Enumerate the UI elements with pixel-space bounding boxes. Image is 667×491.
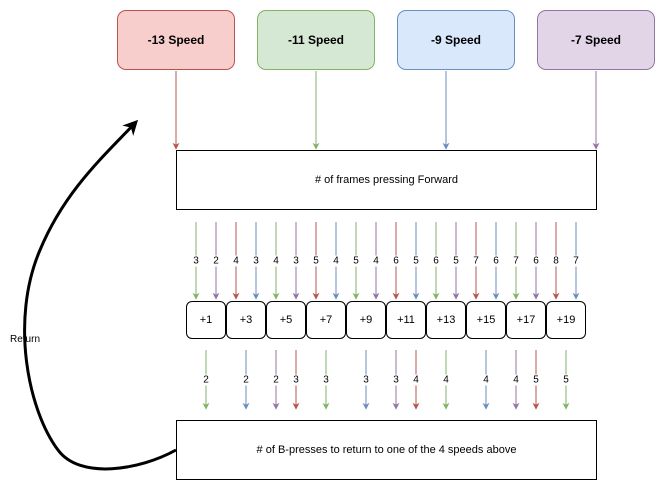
value-box: +1: [186, 301, 226, 339]
value-label: +3: [239, 314, 253, 326]
speed-label: -7 Speed: [570, 33, 621, 47]
value-label: +13: [436, 314, 456, 326]
frame-count-label: 5: [312, 255, 320, 267]
value-box: +17: [506, 301, 546, 339]
speed-box-4: -7 Speed: [537, 10, 655, 70]
value-label: +5: [279, 314, 293, 326]
frame-count-label: 5: [352, 255, 360, 267]
speed-label: -11 Speed: [287, 33, 345, 47]
value-box: +13: [426, 301, 466, 339]
b-presses-box: # of B-presses to return to one of the 4…: [176, 420, 597, 480]
bpress-count-label: 3: [292, 374, 300, 386]
return-arrow: [23, 119, 177, 471]
bpress-count-label: 5: [562, 374, 570, 386]
frames-forward-box: # of frames pressing Forward: [176, 150, 597, 210]
value-label: +11: [397, 314, 415, 326]
bpress-count-label: 2: [242, 374, 250, 386]
frame-count-label: 6: [532, 255, 540, 267]
frame-count-label: 4: [332, 255, 340, 267]
b-presses-label: # of B-presses to return to one of the 4…: [256, 444, 517, 456]
frame-count-label: 3: [252, 255, 260, 267]
speed-box-1: -13 Speed: [117, 10, 235, 70]
frame-count-label: 4: [272, 255, 280, 267]
frames-forward-label: # of frames pressing Forward: [314, 174, 459, 186]
value-box: +3: [226, 301, 266, 339]
bpress-count-label: 4: [512, 374, 520, 386]
speed-box-2: -11 Speed: [257, 10, 375, 70]
bpress-count-label: 3: [392, 374, 400, 386]
value-label: +17: [516, 314, 536, 326]
frame-count-label: 6: [392, 255, 400, 267]
frame-count-label: 2: [212, 255, 220, 267]
bpress-count-label: 4: [412, 374, 420, 386]
frame-count-label: 6: [492, 255, 500, 267]
frame-count-label: 8: [552, 255, 560, 267]
frame-count-label: 4: [372, 255, 380, 267]
value-label: +19: [556, 314, 576, 326]
bpress-count-label: 4: [482, 374, 490, 386]
return-label: Return: [10, 334, 41, 345]
value-label: +9: [359, 314, 373, 326]
frame-count-label: 4: [232, 255, 240, 267]
frame-count-label: 7: [512, 255, 520, 267]
frame-count-label: 7: [472, 255, 480, 267]
value-box: +5: [266, 301, 306, 339]
speed-label: -9 Speed: [430, 33, 481, 47]
bpress-count-label: 2: [202, 374, 210, 386]
value-label: +15: [476, 314, 496, 326]
frame-count-label: 3: [292, 255, 300, 267]
value-label: +7: [319, 314, 333, 326]
speed-box-3: -9 Speed: [397, 10, 515, 70]
frame-count-label: 5: [452, 255, 460, 267]
value-label: +1: [199, 314, 213, 326]
frame-count-label: 5: [412, 255, 420, 267]
frame-count-label: 3: [192, 255, 200, 267]
bpress-count-label: 3: [362, 374, 370, 386]
value-box: +9: [346, 301, 386, 339]
value-box: +19: [546, 301, 586, 339]
bpress-count-label: 2: [272, 374, 280, 386]
frame-count-label: 7: [572, 255, 580, 267]
bpress-count-label: 5: [532, 374, 540, 386]
bpress-count-label: 4: [442, 374, 450, 386]
speed-label: -13 Speed: [147, 33, 205, 47]
frame-count-label: 6: [432, 255, 440, 267]
value-box: +15: [466, 301, 506, 339]
value-box: +11: [386, 301, 426, 339]
value-box: +7: [306, 301, 346, 339]
bpress-count-label: 3: [322, 374, 330, 386]
